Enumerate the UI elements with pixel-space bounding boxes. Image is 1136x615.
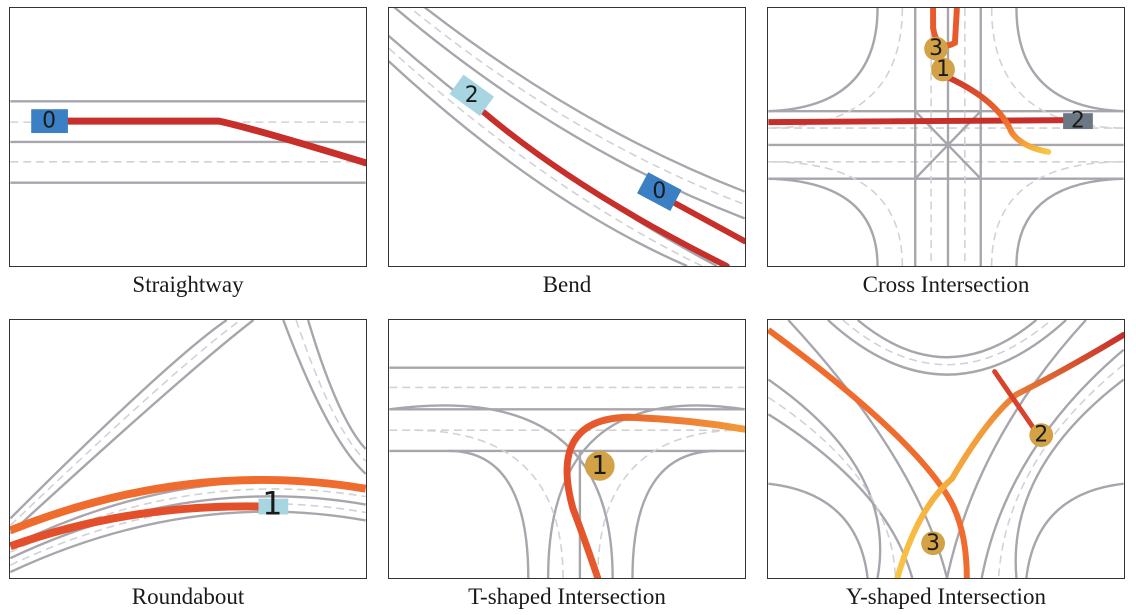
trajectory-inner [10,502,264,550]
cross-scene: 2 1 3 [768,8,1124,266]
panel-t-shaped-intersection: 1 [388,319,746,579]
agent-vehicle-2: 2 [1063,109,1093,134]
caption-bend: Bend [542,272,592,297]
trajectory-gradient [894,331,1124,578]
trajectory-red [46,117,366,167]
agent-label: 0 [42,109,56,134]
agent-vehicle: 1 [584,451,615,481]
trajectory-turn [934,69,1052,155]
t-shaped-scene: 1 [389,366,745,578]
bend-scene: 2 0 [389,8,745,266]
road-lines [10,320,366,574]
panel-roundabout: 1 [9,319,367,579]
panel-y-shaped-intersection: 2 3 [767,319,1125,579]
trajectory-red [480,109,730,266]
agent-vehicle-2: 2 [1029,423,1054,448]
agent-label: 2 [465,83,479,108]
agent-label: 2 [1034,423,1048,448]
trajectory-orange [768,327,970,578]
straightway-scene: 0 [10,100,366,184]
panel-bend: 2 0 [388,7,746,267]
caption-cross-intersection: Cross Intersection [862,272,1030,297]
agent-label: 1 [592,451,608,481]
road-lines [389,366,745,578]
agent-vehicle-1: 1 [931,57,955,82]
agent-label: 1 [936,57,950,82]
trajectory-outer [10,475,366,535]
agent-label: 3 [926,531,940,556]
agent-label: 1 [262,487,282,523]
agent-label: 2 [1071,109,1085,134]
caption-y-shaped-intersection: Y-shaped Intersection [846,584,1046,609]
caption-roundabout: Roundabout [131,584,245,609]
caption-t-shaped-intersection: T-shaped Intersection [468,584,666,609]
trajectory-short [992,369,1039,435]
agent-vehicle-2: 2 [449,74,494,117]
roundabout-scene: 1 [10,320,366,574]
agent-vehicle: 1 [258,487,289,523]
y-shaped-scene: 2 3 [768,320,1124,578]
caption-straightway: Straightway [132,272,244,297]
agent-vehicle-0: 0 [637,172,682,211]
trajectory [563,413,745,578]
road-lines [389,8,745,266]
agent-vehicle-3: 3 [921,531,946,556]
agent-label: 3 [929,36,943,61]
trajectory-horizontal [768,117,1072,126]
road-lines [768,320,1124,578]
panel-straightway: 0 [9,7,367,267]
agent-label: 0 [652,179,666,204]
panel-cross-intersection: 2 1 3 [767,7,1125,267]
agent-vehicle-3: 3 [924,36,948,61]
agent-vehicle: 0 [31,109,68,134]
